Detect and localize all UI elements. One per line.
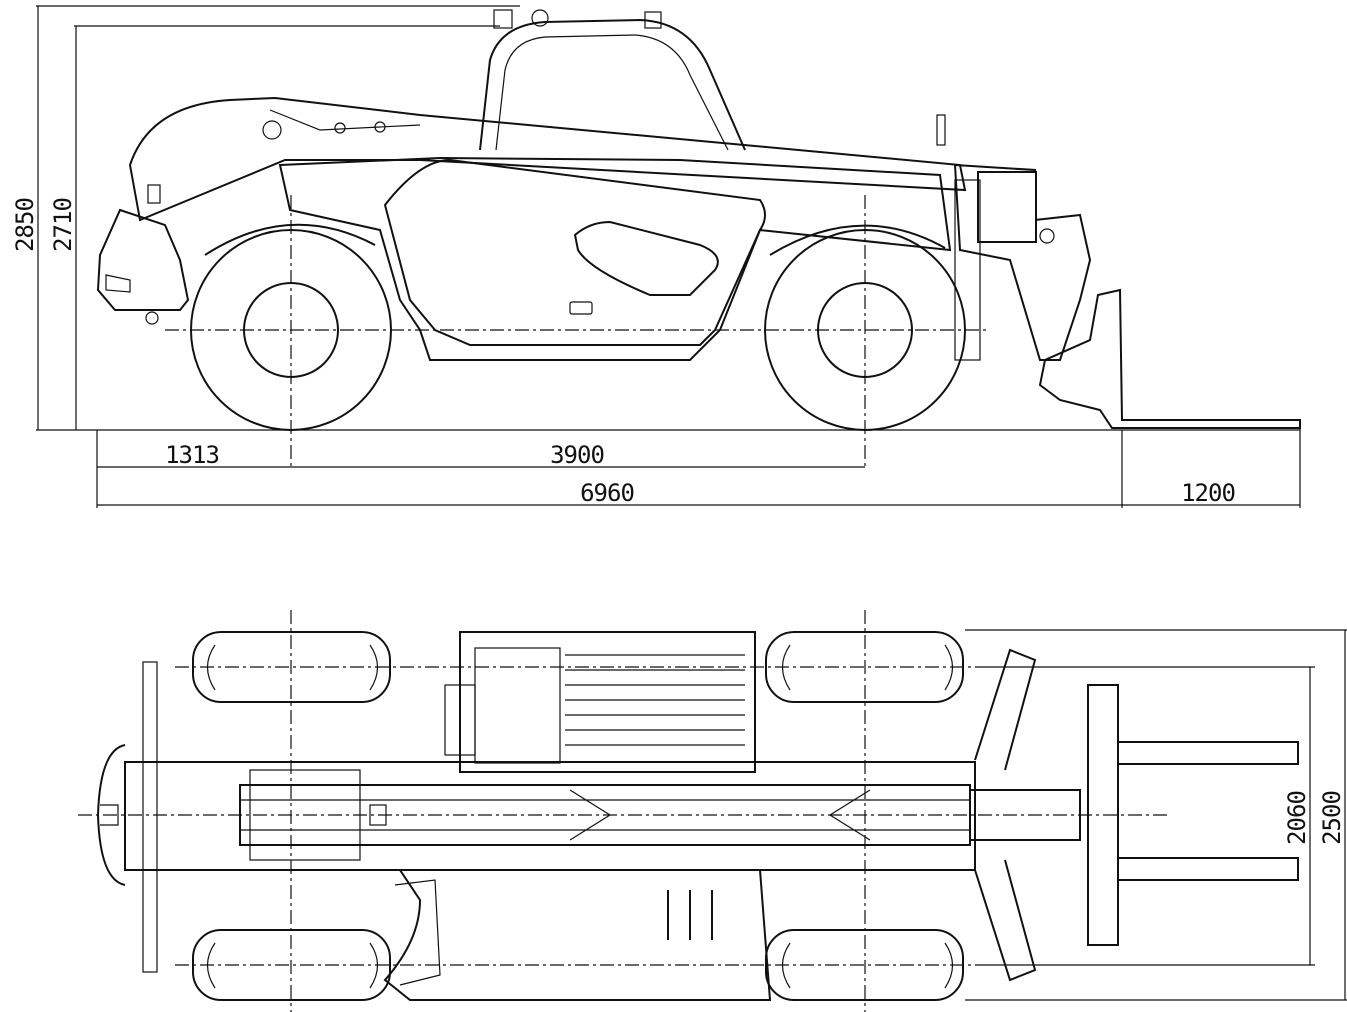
dim-fork-length: 1200 xyxy=(1181,479,1235,507)
dim-front-overhang: 1313 xyxy=(165,441,219,469)
top-engine-cover xyxy=(383,869,772,1001)
side-chassis-body xyxy=(278,156,952,361)
top-tilt-ram-left xyxy=(974,648,1037,771)
step xyxy=(569,301,593,315)
top-fork-left xyxy=(1117,741,1299,765)
top-vent-slots xyxy=(667,890,713,940)
side-view: 2850 2710 1313 3900 6960 1200 xyxy=(11,5,1301,508)
front-fender xyxy=(769,224,946,256)
side-fork-carriage xyxy=(1038,288,1301,429)
top-cab xyxy=(459,631,756,773)
dim-overall-length: 6960 xyxy=(580,479,634,507)
dim-track-width: 2060 xyxy=(1283,791,1311,845)
boom-head-block xyxy=(977,171,1037,243)
dim-cab-height: 2710 xyxy=(49,198,77,252)
dim-wheelbase: 3900 xyxy=(550,441,604,469)
rear-fender xyxy=(204,223,376,256)
side-engine-cover xyxy=(383,158,766,346)
dim-overall-height: 2850 xyxy=(11,198,39,252)
top-view: 2060 2500 xyxy=(78,610,1347,1012)
dim-overall-width: 2500 xyxy=(1318,791,1346,845)
side-counterweight xyxy=(96,208,190,311)
top-chassis-frame xyxy=(124,761,976,871)
rear-bumper-bar xyxy=(142,661,158,973)
side-boom xyxy=(128,96,967,222)
top-fork-right xyxy=(1117,857,1299,881)
boom-pivot-pin xyxy=(262,120,282,140)
side-air-grille xyxy=(573,220,719,296)
top-tilt-ram-right xyxy=(974,859,1037,982)
side-cab xyxy=(479,18,746,151)
